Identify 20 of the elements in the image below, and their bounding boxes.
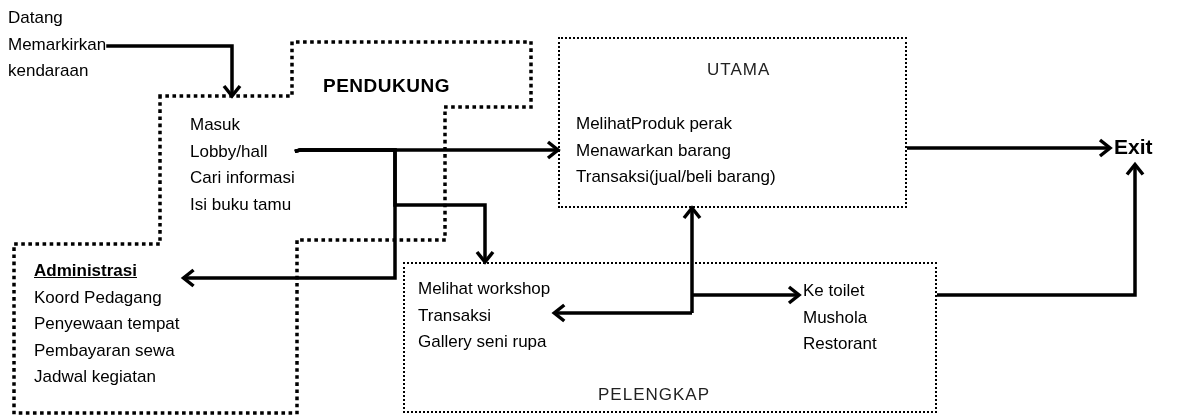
arrow: [106, 44, 242, 98]
activity-list: Masuk Lobby/hall Cari informasi Isi buku tamu: [190, 112, 295, 218]
zone-heading: PELENGKAP: [598, 384, 710, 406]
arrow: [907, 138, 1112, 158]
activity-list: Datang Memarkirkan kendaraan: [8, 5, 107, 85]
zone-heading: PENDUKUNG: [323, 74, 450, 98]
arrow: [294, 148, 495, 264]
zone-heading: Administrasi: [34, 260, 138, 282]
node-label: Exit: [1114, 134, 1153, 161]
arrow: [682, 206, 702, 313]
activity-list: Ke toilet Mushola Restorant: [803, 278, 877, 358]
arrow: [692, 285, 801, 305]
zone-heading: UTAMA: [707, 59, 771, 81]
activity-list: Melihat workshop Transaksi Gallery seni rupa: [418, 276, 551, 356]
zone-box: [403, 262, 937, 413]
activity-list: MelihatProduk perak Menawarkan barang Transaksi(jual/beli barang): [576, 111, 776, 191]
arrow: [937, 162, 1145, 297]
arrow: [552, 303, 692, 323]
activity-list: Koord Pedagang Penyewaan tempat Pembayaran sewa Jadwal kegiatan: [34, 284, 180, 391]
zone-box: [558, 37, 907, 208]
